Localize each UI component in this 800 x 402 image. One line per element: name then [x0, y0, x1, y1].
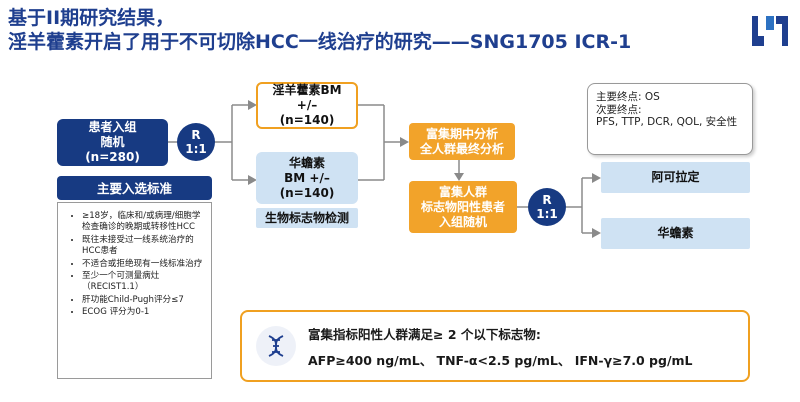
arm-line: +/–: [296, 98, 318, 112]
criteria-item: 至少一个可测量病灶（RECIST1.1）: [82, 271, 205, 294]
criteria-item: 既往未接受过一线系统治疗的HCC患者: [82, 235, 205, 258]
arm-line: BM +/–: [284, 170, 330, 185]
criteria-item: 肝功能Child-Pugh评分≤7: [82, 295, 205, 306]
criteria-item: 不适合或拒绝现有一线标准治疗: [82, 259, 205, 270]
page-title: 基于II期研究结果， 淫羊藿素开启了用于不可切除HCC一线治疗的研究——SNG1…: [8, 6, 728, 54]
criteria-list: ≥18岁，临床和/或病理/细胞学检查确诊的晚期或转移性HCC 既往未接受过一线系…: [72, 211, 205, 319]
randomization-ratio: 1:1: [536, 207, 558, 221]
arm-line: 华蟾素: [288, 155, 325, 170]
enriched-population-box: 富集人群 标志物阳性患者 入组随机: [409, 181, 517, 233]
criteria-header: 主要入选标准: [57, 176, 212, 200]
enrollment-box: 患者入组 随机 (n=280): [57, 119, 168, 166]
criteria-item: ≥18岁，临床和/或病理/细胞学检查确诊的晚期或转移性HCC: [82, 211, 205, 234]
icaritin-arm-box: 淫羊藿素BM +/– (n=140): [256, 82, 358, 129]
interim-analysis-box: 富集期中分析 全人群最终分析: [409, 123, 515, 160]
randomization-circle-1: R 1:1: [177, 123, 215, 161]
secondary-endpoints: PFS, TTP, DCR, QOL, 安全性: [596, 116, 738, 129]
randomization-ratio: 1:1: [185, 142, 207, 156]
inclusion-criteria-box: ≥18岁，临床和/或病理/细胞学检查确诊的晚期或转移性HCC 既往未接受过一线系…: [57, 202, 212, 379]
randomization-circle-2: R 1:1: [528, 188, 566, 226]
primary-endpoint: 主要终点: OS: [596, 91, 660, 103]
secondary-endpoint-label: 次要终点:: [596, 103, 642, 116]
arm-huachansu-box: 华蟾素: [601, 218, 750, 249]
arm-line: (n=140): [279, 185, 335, 200]
biomarker-detection-box: 生物标志物检测: [256, 208, 358, 228]
criteria-item: ECOG 评分为0-1: [82, 307, 205, 318]
title-line-1: 基于II期研究结果，: [8, 7, 175, 29]
biomarker-enrichment-box: 富集指标阳性人群满足≥ 2 个以下标志物: AFP≥400 ng/mL、 TNF…: [240, 310, 750, 382]
randomization-r: R: [191, 128, 201, 142]
arm-akeladin-box: 阿可拉定: [601, 162, 750, 193]
huachansu-arm-box: 华蟾素 BM +/– (n=140): [256, 152, 358, 204]
arm-line: (n=140): [279, 113, 335, 127]
company-logo: [748, 10, 792, 50]
biomarker-list: AFP≥400 ng/mL、 TNF-α<2.5 pg/mL、 IFN-γ≥7.…: [308, 353, 693, 368]
arm-line: 淫羊藿素BM: [272, 83, 342, 97]
endpoints-box: 主要终点: OS 次要终点: PFS, TTP, DCR, QOL, 安全性: [587, 83, 753, 155]
biomarker-heading: 富集指标阳性人群满足≥ 2 个以下标志物:: [308, 327, 541, 342]
dna-icon: [256, 326, 296, 366]
randomization-r: R: [542, 193, 552, 207]
title-line-2: 淫羊藿素开启了用于不可切除HCC一线治疗的研究——SNG1705 ICR-1: [8, 31, 632, 53]
